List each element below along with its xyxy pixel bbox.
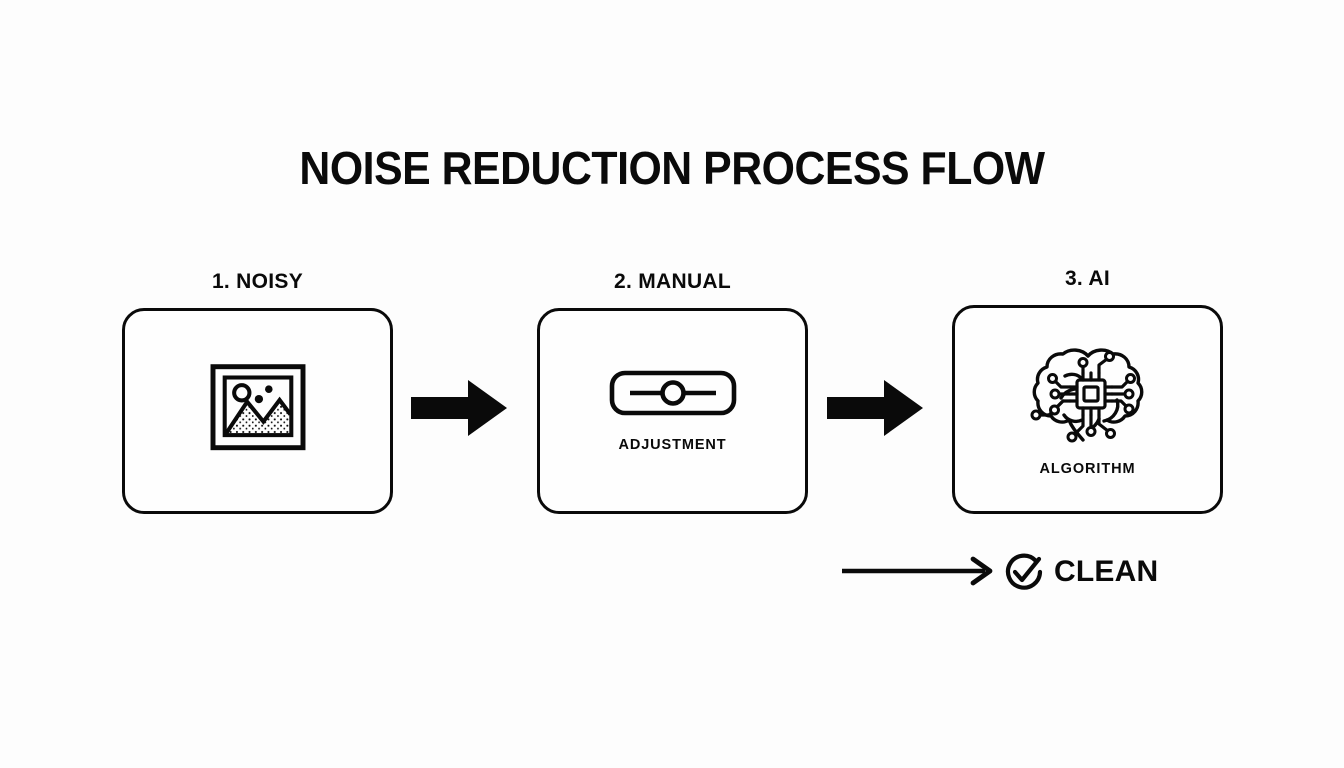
slider-adjustment-icon <box>609 370 737 421</box>
page-title: NOISE REDUCTION PROCESS FLOW <box>299 142 1045 194</box>
outcome-row: CLEAN <box>840 542 1170 602</box>
step-label-ai: 3. AI <box>1064 267 1111 290</box>
outcome-label: CLEAN <box>1054 555 1159 588</box>
process-step-noisy: 1. NOISY <box>122 270 393 514</box>
step-caption-manual: ADJUSTMENT <box>618 436 727 453</box>
step-card-manual: ADJUSTMENT <box>537 308 808 514</box>
ai-brain-chip-icon <box>1025 342 1151 451</box>
step-caption-ai: ALGORITHM <box>1039 461 1136 477</box>
step-card-ai: ALGORITHM <box>952 305 1223 514</box>
right-line-arrow-icon <box>840 554 995 588</box>
circle-check-icon <box>1002 550 1046 594</box>
step-label-manual: 2. MANUAL <box>613 270 732 293</box>
process-step-manual: 2. MANUAL ADJUSTMENT <box>537 270 808 514</box>
noisy-image-icon <box>204 355 312 468</box>
process-step-ai: 3. AI <box>952 267 1223 514</box>
step-card-noisy <box>122 308 393 514</box>
step-label-noisy: 1. NOISY <box>211 270 304 293</box>
right-block-arrow-icon <box>411 378 509 438</box>
right-block-arrow-icon <box>827 378 925 438</box>
